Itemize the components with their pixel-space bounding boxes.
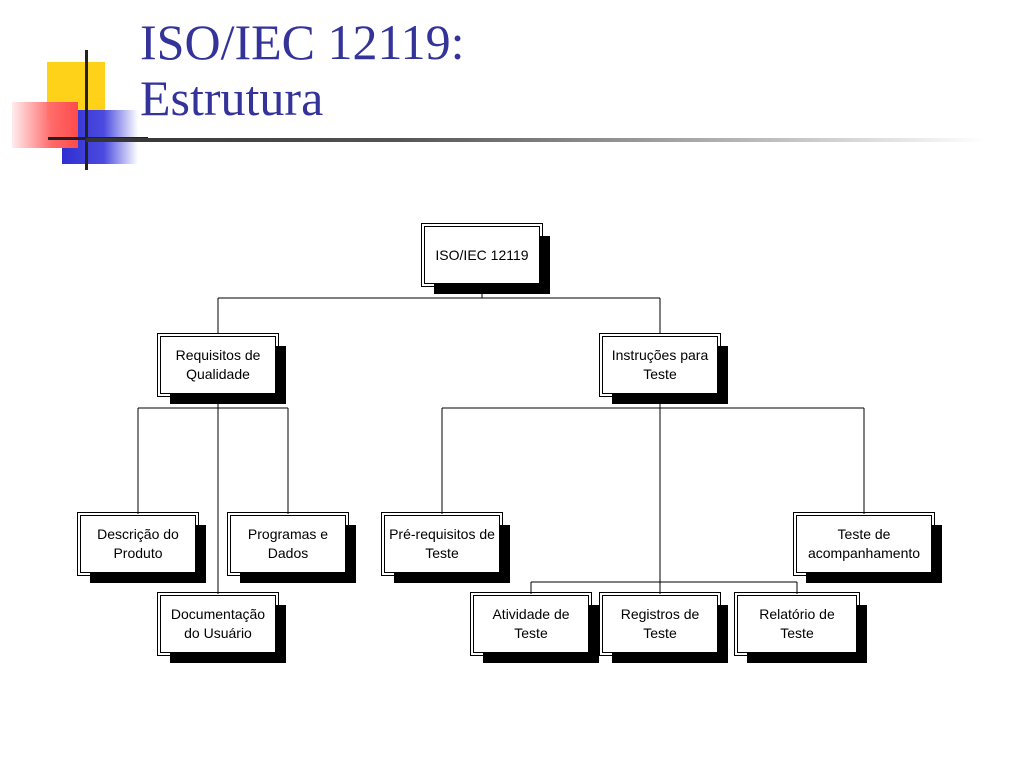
node-relatorio-de-teste: Relatório de Teste xyxy=(734,592,860,656)
node-instrucoes-para-teste: Instruções para Teste xyxy=(599,333,721,397)
node-documentacao-do-usuario: Documentação do Usuário xyxy=(157,592,279,656)
node-pre-requisitos-de-teste: Pré-requisitos de Teste xyxy=(381,512,503,576)
slide-title-line-1: ISO/IEC 12119: xyxy=(140,14,465,70)
node-requisitos-de-qualidade: Requisitos de Qualidade xyxy=(157,333,279,397)
node-teste-de-acompanhamento: Teste de acompanhamento xyxy=(793,512,935,576)
node-registros-de-teste: Registros de Teste xyxy=(599,592,721,656)
node-iso-iec-12119: ISO/IEC 12119 xyxy=(421,223,543,287)
node-atividade-de-teste: Atividade de Teste xyxy=(470,592,592,656)
slide-title-line-2: Estrutura xyxy=(140,70,324,126)
slide-title: ISO/IEC 12119: Estrutura xyxy=(140,14,465,126)
logo-red-square xyxy=(12,102,78,148)
slide-logo xyxy=(0,0,150,180)
node-programas-e-dados: Programas e Dados xyxy=(227,512,349,576)
title-underline xyxy=(86,138,986,142)
node-descricao-do-produto: Descrição do Produto xyxy=(77,512,199,576)
logo-vertical-line xyxy=(85,50,88,170)
